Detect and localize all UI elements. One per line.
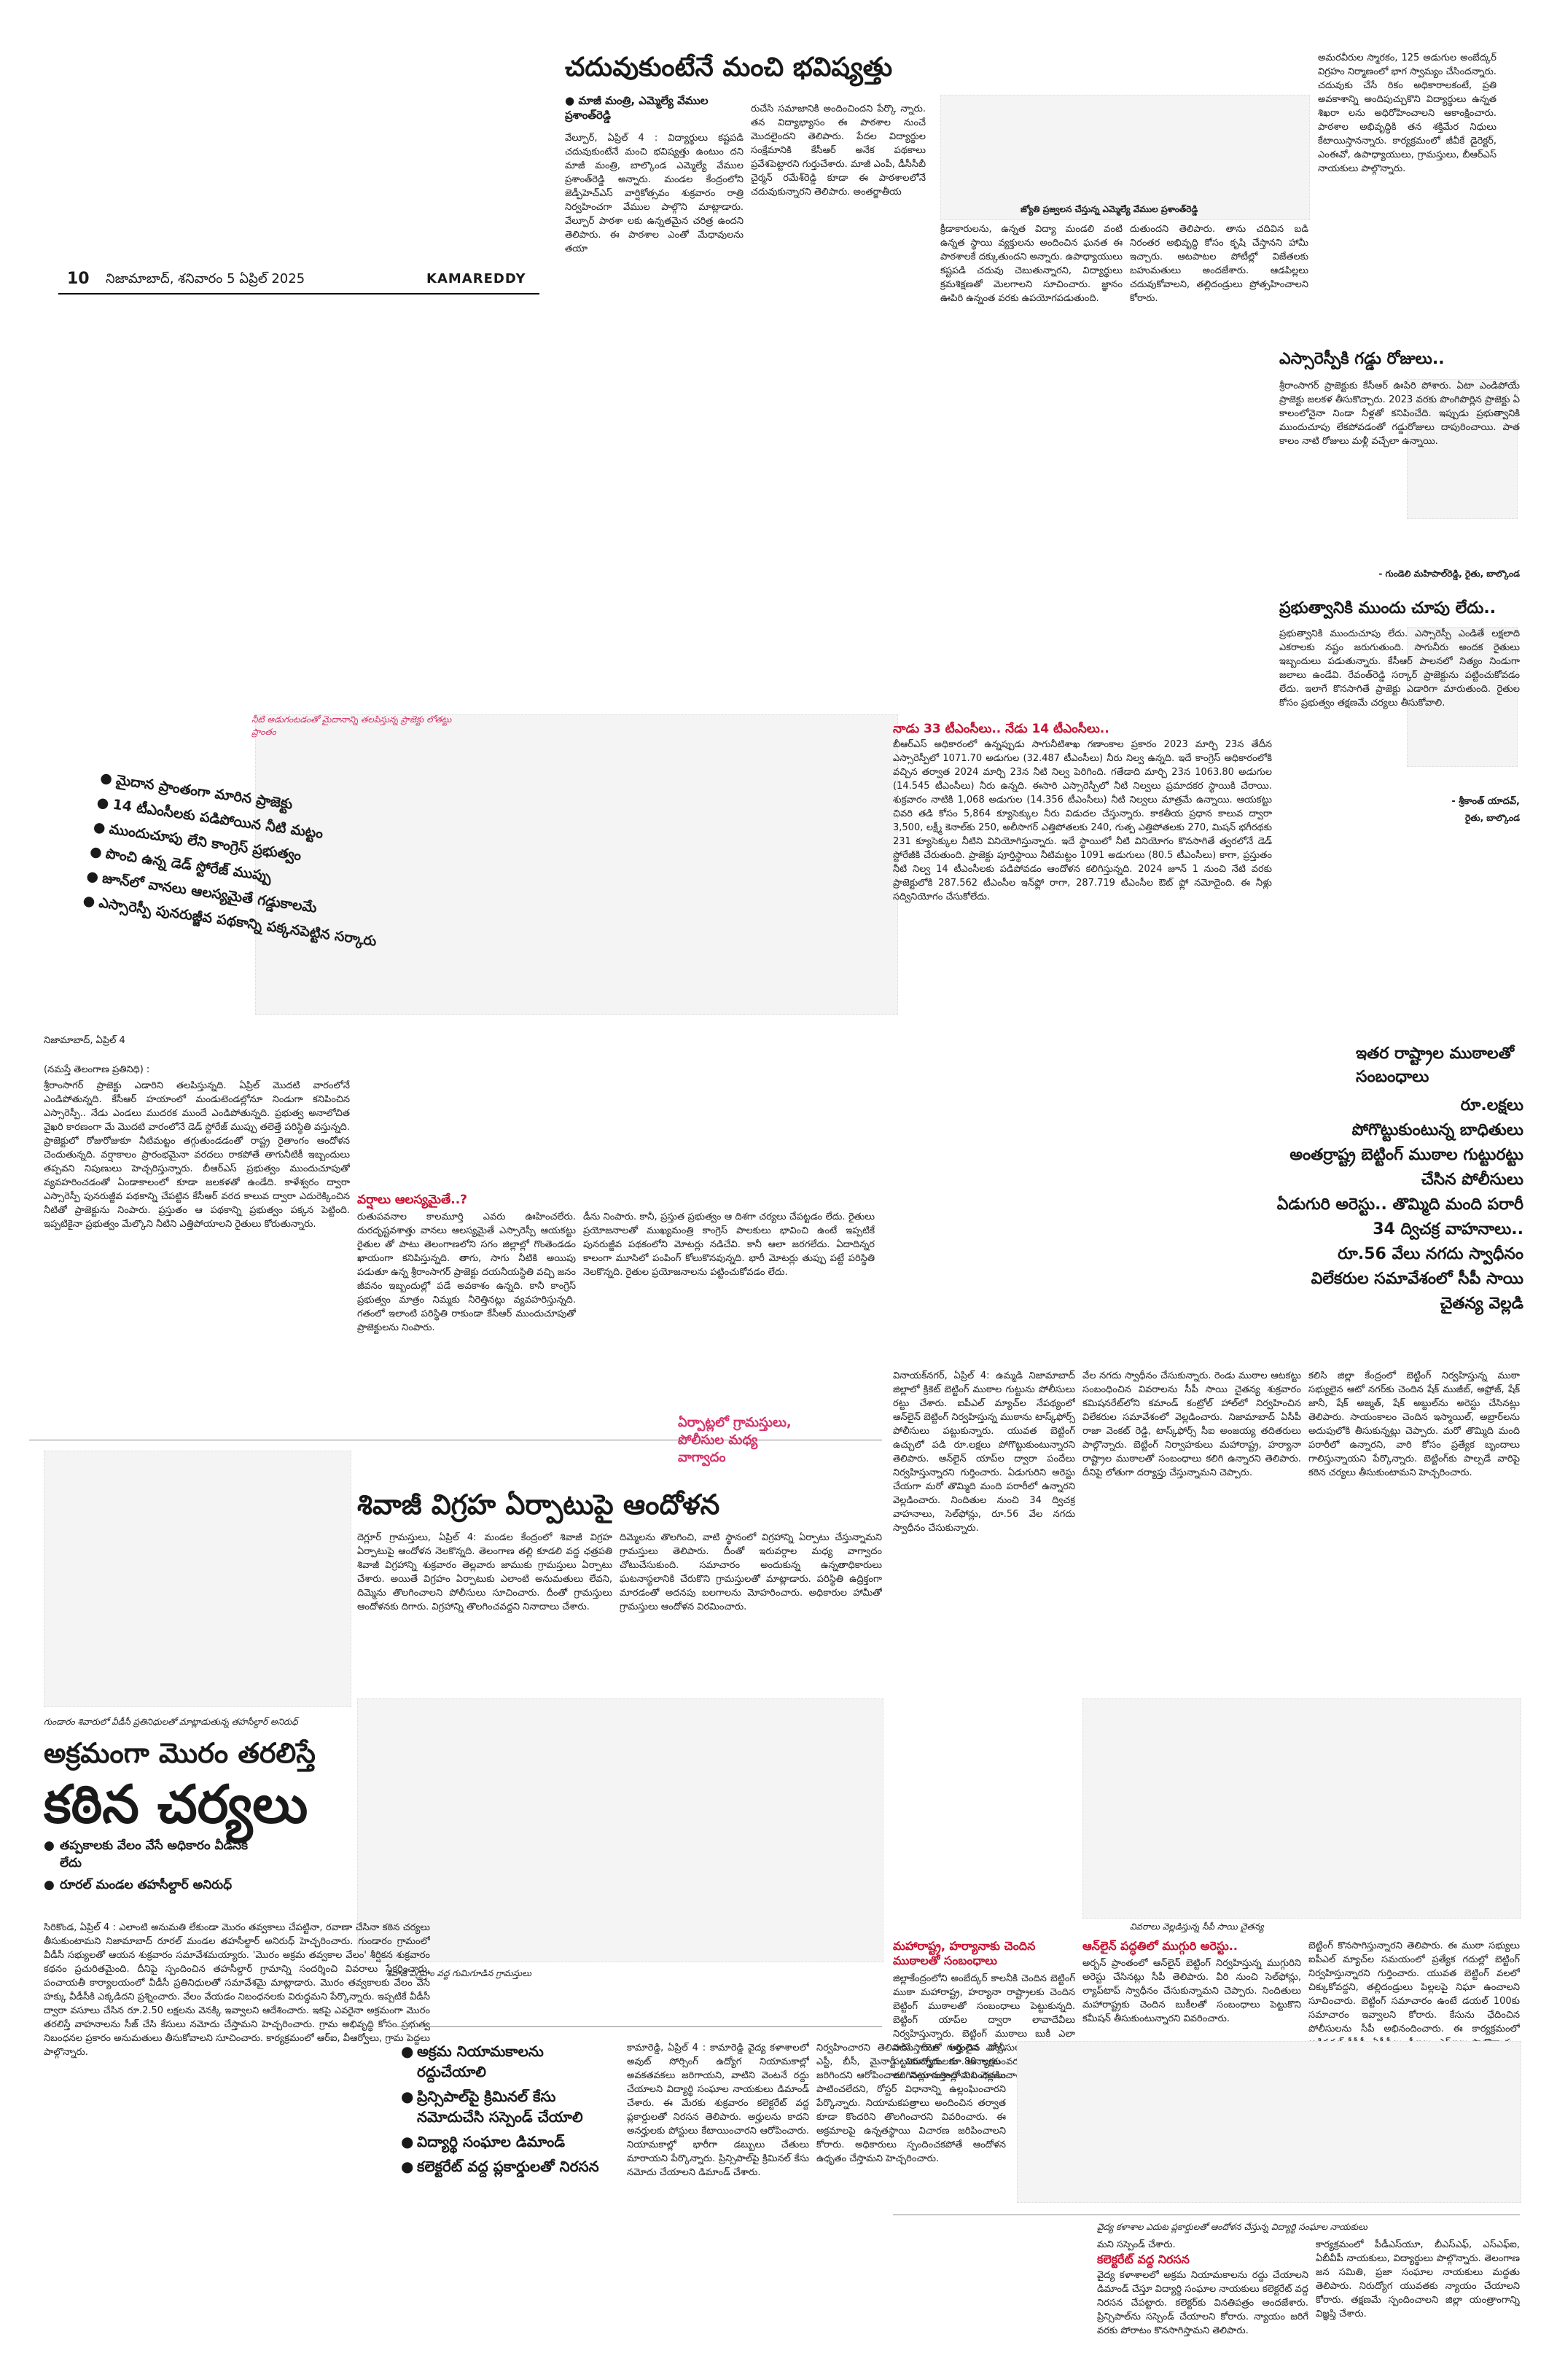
edition-name: KAMAREDDY [426, 271, 526, 286]
betting-sub2-title: ఆన్‌లైన్ పద్ధతిలో ముగ్గురి అరెస్టు.. [1082, 1939, 1238, 1953]
college-sub-title: కలెక్టరేట్ వద్ద నిరసన [1097, 2252, 1190, 2266]
college-bullets: అక్రమ నియామకాలను రద్దుచేయాలి ప్రిన్సిపాల… [401, 2041, 612, 2177]
betting-col1: వినాయక్‌నగర్, ఏప్రిల్ 4: ఉమ్మడి నిజామాబా… [893, 1370, 1075, 1534]
shivaji-headline: శివాజీ విగ్రహ ఏర్పాటుపై ఆందోళన [357, 1489, 720, 1521]
college-bullet: కలెక్టరేట్ వద్ద ప్లకార్డులతో నిరసన [401, 2156, 612, 2177]
college-col2: నిర్వహించారని తెలిపారు. దీంతో అర్హులైన ఎ… [816, 2042, 1006, 2164]
bullet-dot-icon: ● [565, 94, 579, 107]
top-story-col1: వేల్పూర్, ఏప్రిల్ 4 : విద్యార్థులు కష్టప… [565, 133, 744, 254]
betting-head: పోగొట్టుకుంటున్న బాధితులు [1351, 1121, 1523, 1139]
college-col1: కామారెడ్డి, ఏప్రిల్ 4 : కామారెడ్డి వైద్య… [627, 2042, 809, 2178]
betting-head: రూ.లక్షలు [1460, 1096, 1523, 1115]
betting-photo [1082, 1698, 1521, 1919]
top-story-col2: రుచేసి సమాజానికి అందించిందని పేర్కొ న్నా… [751, 104, 926, 198]
letter1-title: ఎస్సారెస్పీకి గడ్డు రోజులు.. [1279, 350, 1445, 368]
moram-bullet: తప్పకాలకు వేలం వేసే అధికారం వీడీసీకి లేద… [44, 1837, 262, 1872]
betting-col2: వేల నగదు స్వాధీనం చేసుకున్నారు. రెండు ము… [1082, 1370, 1301, 1478]
srsp-sub2-col2: డీను నింపారు. కానీ, ప్రస్తుత ప్రభుత్వం ఆ… [583, 1212, 875, 1278]
moram-bullets: తప్పకాలకు వేలం వేసే అధికారం వీడీసీకి లేద… [44, 1837, 262, 1894]
moram-photo-caption: గుండారం శివారులో వీడీసీ ప్రతినిధులతో మాట… [44, 1717, 298, 1727]
srsp-sub1-body: బీఆర్ఎస్ అధికారంలో ఉన్నప్పుడు సాగునీటిశా… [893, 739, 1272, 902]
page-dateline: నిజామాబాద్, శనివారం 5 ఏప్రిల్ 2025 [106, 271, 305, 286]
top-story-photo [940, 95, 1310, 220]
moram-headline-2: కఠిన చర్యలు [44, 1774, 308, 1835]
top-story-photo-caption: జ్యోతి ప్రజ్వలన చేస్తున్న ఎమ్మెల్యే వేము… [1021, 204, 1198, 214]
college-bullet: విద్యార్థి సంఘాల డిమాండ్ [401, 2131, 612, 2152]
srsp-sub1-title: నాడు 33 టీఎంసీలు.. నేడు 14 టీఎంసీలు.. [893, 722, 1109, 736]
letter2-signature: - శ్రీకాంత్ యాదవ్, [1451, 796, 1520, 807]
betting-head: రూ.56 వేలు నగదు స్వాధీనం [1338, 1245, 1523, 1263]
srsp-sub2-col1: రుతుపవనాల కాలమూర్తి ఎవరు ఊహించలేరు. దురద… [357, 1212, 576, 1333]
shivaji-photo [357, 1698, 883, 1962]
college-photo-caption: వైద్య కళాశాల ఎదుట ప్లకార్డులతో ఆందోళన చే… [1097, 2222, 1367, 2232]
college-bullet: అక్రమ నియామకాలను రద్దుచేయాలి [401, 2041, 612, 2082]
shivaji-side-head: ఏర్పాట్లలో గ్రామస్తులు, పోలీసుల మధ్య వాగ… [678, 1415, 792, 1465]
betting-sub2-body: అర్బన్ ప్రాంతంలో ఆన్‌లైన్ బెట్టింగ్ నిర్… [1082, 1958, 1301, 2024]
letter2-photo [1407, 627, 1518, 767]
top-story-bullet: ● మాజీ మంత్రి, ఎమ్మెల్యే వేముల ప్రశాంత్‌… [565, 94, 709, 122]
srsp-dateline: నిజామాబాద్, ఏప్రిల్ 4 [44, 1035, 125, 1046]
letter1-signature: - గుండెలి మహిపాల్‌రెడ్డి, రైతు, బాల్కొండ [1378, 569, 1520, 579]
betting-head: అంతర్రాష్ట్ర బెట్టింగ్ ముఠాల గుట్టురట్టు… [1289, 1146, 1523, 1189]
top-story-col5: దుతుందని తెలిపారు. తాను చదివిన బడి నిరంత… [1130, 224, 1308, 304]
betting-heads: రూ.లక్షలు పోగొట్టుకుంటున్న బాధితులు అంతర… [1268, 1093, 1523, 1316]
betting-col3: కలిసి జిల్లా కేంద్రంలో బెట్టింగ్ నిర్వహి… [1308, 1370, 1520, 1478]
moram-photo [44, 1451, 351, 1707]
college-bullet: ప్రిన్సిపాల్‌పై క్రిమినల్ కేసు నమోదుచేసి… [401, 2086, 612, 2127]
betting-head: ఏడుగురి అరెస్టు.. తొమ్మిది మంది పరారీ [1276, 1195, 1523, 1214]
letter1-photo [1407, 379, 1518, 519]
shivaji-col1: దెగ్లూర్ గ్రామస్తులు, ఏప్రిల్ 4: మండల కే… [357, 1532, 612, 1612]
shivaji-col2: దిమ్మెలను తొలగించి, వాటి స్థానంలో విగ్రహ… [620, 1532, 882, 1612]
header-rule [58, 293, 539, 294]
letter2-body: ప్రభుత్వానికి ముందుచూపు లేదు. ఎస్సారెస్ప… [1279, 628, 1520, 709]
college-col3: వైద్య కళాశాలలో అక్రమ నియామకాలను రద్దు చే… [1097, 2270, 1308, 2336]
srsp-reporter: (నమస్తే తెలంగాణ ప్రతినిధి) : [44, 1064, 150, 1075]
college-col4: కార్యక్రమంలో పీడీఎస్‌యూ, బీఎస్ఎఫ్, ఎస్ఎఫ… [1316, 2239, 1520, 2319]
bottom-section-rule [394, 2026, 882, 2027]
top-story-col6: అమరవీరుల స్మారకం, 125 అడుగుల అంబేద్కర్ వ… [1318, 52, 1496, 174]
betting-photo-caption: వివరాలు వెల్లడిస్తున్న సీపీ సాయి చైతన్య [1130, 1921, 1264, 1932]
letter2-signature-place: రైతు, బాల్కొండ [1464, 813, 1520, 823]
moram-body: సిరికొండ, ఏప్రిల్ 4 : ఎలాంటి అనుమతి లేకు… [44, 1922, 430, 2058]
college-col3-top: మని సస్పెండ్ చేశారు. [1097, 2239, 1176, 2250]
shivaji-photo-caption: శివాజీ విగ్రహం వద్ద గుమిగూడిన గ్రామస్తుల… [386, 1968, 531, 1978]
letter1-body: శ్రీరాంసాగర్ ప్రాజెక్టుకు కేసీఆర్ ఊపిరి … [1279, 381, 1520, 447]
betting-side-head: ఇతర రాష్ట్రాల ముఠాలతో సంబంధాలు [1356, 1045, 1515, 1086]
college-photo [1017, 2041, 1521, 2203]
betting-head: విలేకరుల సమావేశంలో సీపీ సాయి చైతన్య వెల్… [1311, 1270, 1523, 1313]
betting-sub1-body: జిల్లాకేంద్రంలోని అంబేద్కర్ కాలనీకి చెంద… [893, 1973, 1075, 2081]
betting-head: 34 ద్విచక్ర వాహనాలు.. [1373, 1220, 1523, 1238]
srsp-sub2-title: వర్షాలు ఆలస్యమైతే..? [357, 1193, 468, 1207]
srsp-body-col1: శ్రీరాంసాగర్ ప్రాజెక్టు ఎడారిని తలపిస్తు… [44, 1080, 350, 1230]
moram-bullet: రూరల్ మండల తహసీల్దార్ అనిరుధ్ [44, 1876, 262, 1894]
srsp-photo-caption: నీటి అడుగంటడంతో మైదానాన్ని తలపిస్తున్న ప… [251, 714, 452, 737]
top-story-col4: క్రీడాకారులను, ఉన్నత విద్యా మండలి వంటి ఉ… [940, 224, 1123, 304]
betting-sub1-title: మహారాష్ట్ర, హర్యానాకు చెందిన ముఠాలతో సంబ… [893, 1939, 1036, 1967]
page-number: 10 [67, 270, 90, 288]
top-story-headline: చదువుకుంటేనే మంచి భవిష్యత్తు [565, 52, 893, 82]
letter2-title: ప్రభుత్వానికి ముందు చూపు లేదు.. [1279, 599, 1496, 617]
moram-headline-1: అక్రమంగా మొరం తరలిస్తే [44, 1737, 316, 1769]
